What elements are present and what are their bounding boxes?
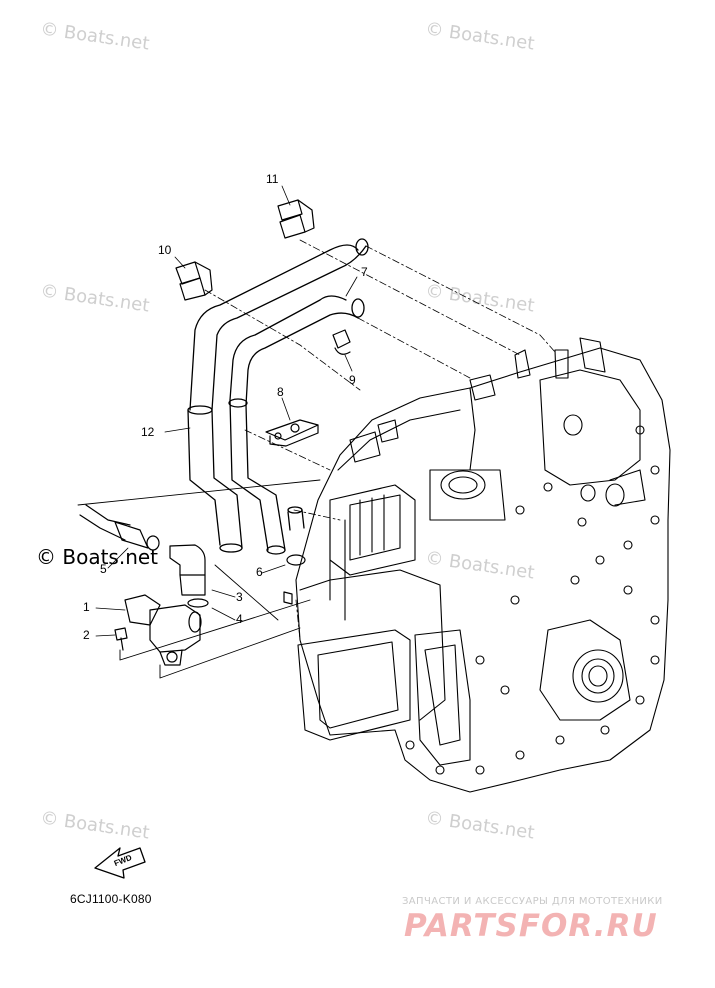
callout-8: 8 <box>277 385 284 399</box>
clip-8 <box>265 419 319 447</box>
callout-10: 10 <box>158 243 172 257</box>
copyright-overlay: © Boats.net <box>36 545 159 569</box>
clamp-6 <box>283 554 306 605</box>
hose-assembly <box>187 238 369 555</box>
callout-6: 6 <box>256 565 263 579</box>
callout-11: 11 <box>266 172 279 186</box>
assembly-lines <box>204 239 556 641</box>
clip-9 <box>332 329 351 355</box>
shop-logo[interactable]: PARTSFOR.RU <box>404 908 658 944</box>
callout-4: 4 <box>236 612 243 626</box>
callout-7: 7 <box>361 265 368 279</box>
sensor-parts <box>79 504 209 666</box>
callout-5: 5 <box>100 562 107 576</box>
leader-lines <box>95 185 358 637</box>
clip-11 <box>277 199 315 239</box>
callout-1: 1 <box>83 600 90 614</box>
callout-12: 12 <box>141 425 155 439</box>
callout-3: 3 <box>236 590 243 604</box>
callout-9: 9 <box>349 373 356 387</box>
clip-10 <box>175 261 213 301</box>
shop-tagline: ЗАПЧАСТИ И АКСЕССУАРЫ ДЛЯ МОТОТЕХНИКИ <box>402 896 663 907</box>
reference-lines <box>77 479 321 679</box>
callout-2: 2 <box>83 628 90 642</box>
engine-block <box>295 337 671 793</box>
fwd-arrow-icon <box>94 847 146 879</box>
diagram-code: 6CJ1100-K080 <box>70 892 152 906</box>
